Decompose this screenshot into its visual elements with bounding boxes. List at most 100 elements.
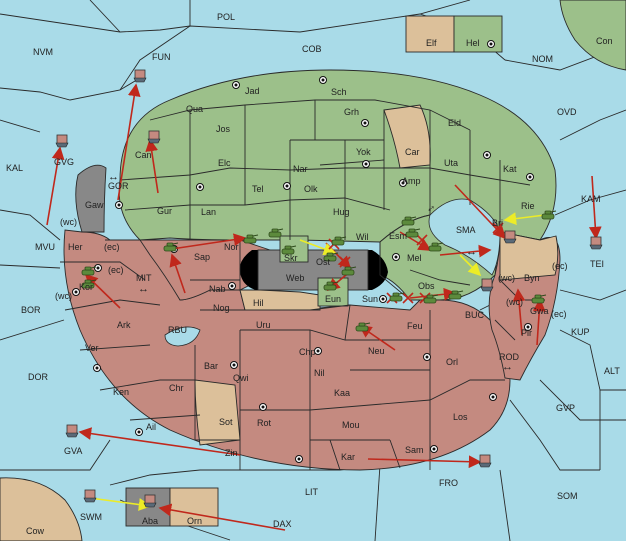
label-grh: Grh [344,107,359,117]
label-gvp: GVP [556,403,575,413]
label-fro: FRO [439,478,458,488]
label-lit: LIT [305,487,319,497]
region-con[interactable] [559,0,626,71]
label-ark: Ark [117,320,131,330]
label-nom: NOM [532,54,553,64]
label-ail: Ail [146,422,156,432]
region-byn[interactable] [499,231,559,281]
label-nab: Nab [209,284,226,294]
region-hil[interactable] [239,289,321,311]
label-kat: Kat [503,164,517,174]
coast-kor-ec: (ec) [108,265,124,275]
label-pir: Pir [521,328,532,338]
label-nil: Nil [314,368,325,378]
label-nor: Nor [224,242,239,252]
label-jos: Jos [216,124,231,134]
region-orn[interactable] [169,487,219,527]
label-sma: SMA [456,225,476,235]
region-cow[interactable] [0,477,83,541]
label-gur: Gur [157,206,172,216]
sea-rbu[interactable] [164,326,201,347]
coast-tags: (wc) (ec) (ec) (wc) (wc) (ec) (wc) (ec) [55,217,568,319]
label-mit: MIT [136,273,152,283]
label-tei: TEI [590,259,604,269]
region-elf[interactable] [405,15,455,53]
label-rod: ROD [499,352,520,362]
region-gaw[interactable] [75,164,107,233]
label-elf: Elf [426,38,437,48]
label-obs: Obs [418,281,435,291]
strait-gor: ↔ [108,171,119,183]
coast-gwa-wc: (wc) [506,297,523,307]
label-car: Car [405,147,420,157]
label-ver: Ver [85,343,99,353]
label-bar: Bar [204,361,218,371]
region-sot[interactable] [194,379,241,446]
label-rbu: RBU [168,325,187,335]
label-elc: Elc [218,158,231,168]
label-neu: Neu [368,346,385,356]
label-can: Can [135,150,152,160]
label-dor: DOR [28,372,49,382]
label-ovd: OVD [557,107,577,117]
label-esm: Esm [389,231,407,241]
label-nar: Nar [293,164,308,174]
label-con: Con [596,36,613,46]
label-los: Los [453,412,468,422]
label-sun: Sun [362,294,378,304]
label-uta: Uta [444,158,458,168]
label-olk: Olk [304,184,318,194]
label-bri: Bri [492,218,503,228]
label-kaa: Kaa [334,388,350,398]
label-som: SOM [557,491,578,501]
label-tel: Tel [252,184,264,194]
label-mel: Mel [407,253,422,263]
label-cob: COB [302,44,322,54]
label-eun: Eun [325,294,341,304]
label-gaw: Gaw [85,200,104,210]
coast-gwa-ec: (ec) [551,309,567,319]
land-labels: Elf Hel Jad Sch Qua Jos Grh Eld Can Car … [68,38,549,526]
label-swm: SWM [80,512,102,522]
support-orders [89,212,546,511]
label-alt: ALT [604,366,620,376]
label-gva: GVA [64,446,82,456]
label-sch: Sch [331,87,347,97]
label-aba: Aba [142,516,158,526]
label-dax: DAX [273,519,292,529]
label-her: Her [68,242,83,252]
label-gwa: Gwa [530,306,549,316]
label-web: Web [286,273,304,283]
coast-byn-ec: (ec) [552,261,568,271]
label-rie: Rie [521,201,535,211]
label-gor: GOR [108,181,129,191]
label-kal: KAL [6,163,23,173]
label-cow: Cow [26,526,45,536]
strait-mit: ↔ [138,283,149,295]
coast-gaw-wc: (wc) [60,217,77,227]
label-uru: Uru [256,320,271,330]
label-ost: Ost [316,257,331,267]
label-sot: Sot [219,417,233,427]
label-kor: Kor [79,282,93,292]
label-chr: Chr [169,383,184,393]
label-hug: Hug [333,207,350,217]
label-kup: KUP [571,327,590,337]
label-orn: Orn [187,516,202,526]
label-hel: Hel [466,38,480,48]
strait-mel: ↔ [466,246,477,258]
label-jad: Jad [245,86,260,96]
label-rot: Rot [257,418,272,428]
label-qwi: Qwi [233,373,249,383]
label-zin: Zin [225,448,238,458]
label-nvm: NVM [33,47,53,57]
label-lan: Lan [201,207,216,217]
label-bor: BOR [21,305,41,315]
label-chp: Chp [299,347,316,357]
label-buc: BUC [465,310,485,320]
label-orl: Orl [446,357,458,367]
label-nog: Nog [213,303,230,313]
label-feu: Feu [407,321,423,331]
